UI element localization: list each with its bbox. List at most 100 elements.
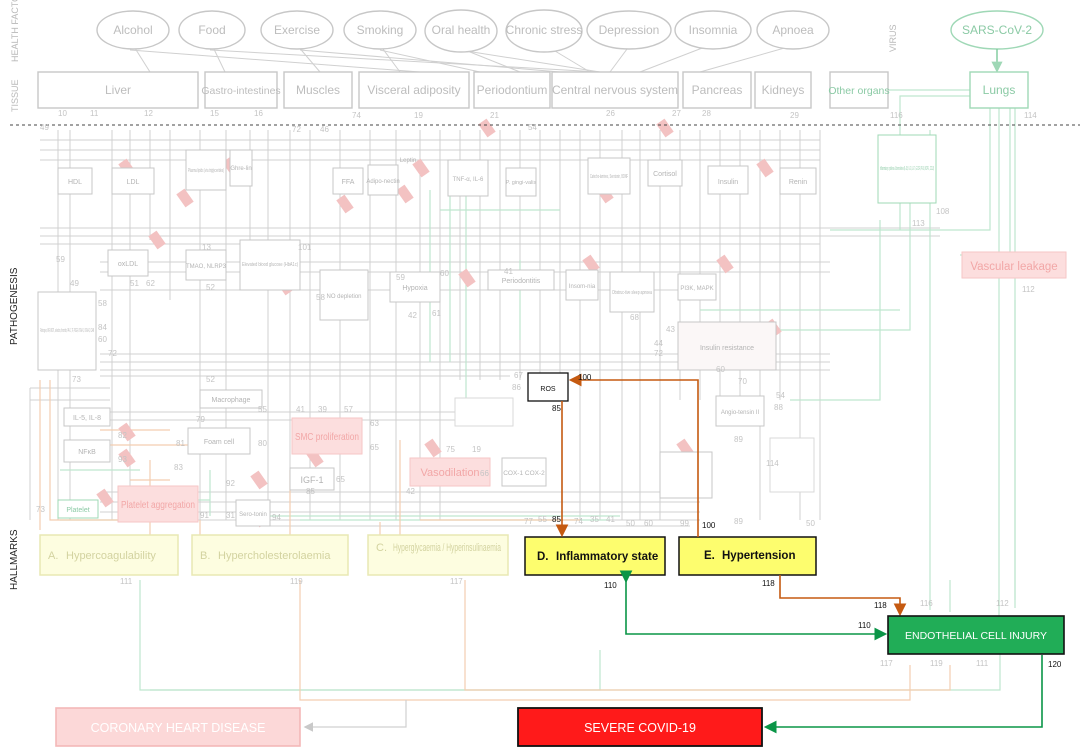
hallmark-b (191, 534, 349, 576)
node-renin (779, 167, 817, 195)
node-label-oxldl: oxLDL (118, 261, 138, 268)
svg-text:19: 19 (414, 111, 423, 120)
node-label-cytokines: Inflammatory cytokines & chemokines (IL-… (880, 166, 934, 172)
label-vasodilation: Vasodilation (420, 467, 479, 479)
label-covid: SEVERE COVID-19 (584, 721, 696, 735)
label-vascular-leakage: Vascular leakage (970, 261, 1057, 273)
svg-text:19: 19 (472, 445, 481, 454)
node-label-insulin-resistance: Insulin resistance (700, 345, 754, 352)
svg-text:31: 31 (226, 511, 235, 520)
svg-text:43: 43 (666, 325, 675, 334)
node-vasodilation (409, 457, 491, 487)
node-label-plasma-lipids: Plasma lipids (via triglycerides) (188, 168, 224, 174)
factor-oral-health (424, 9, 498, 53)
svg-text:108: 108 (936, 207, 950, 216)
hallmarks-faint-labels: A. Hypercoagulability B. Hypercholestero… (48, 542, 502, 562)
svg-text:60: 60 (440, 269, 449, 278)
svg-text:52: 52 (206, 375, 215, 384)
node-ghrelin (229, 149, 253, 187)
hallmark-e-letter: E. (704, 550, 715, 562)
node-foam-cell (187, 427, 251, 455)
svg-text:86: 86 (512, 383, 521, 392)
green-link-labels: 110 110 120 (604, 581, 1062, 669)
virus-label: SARS-CoV-2 (962, 23, 1032, 37)
svg-text:68: 68 (630, 313, 639, 322)
svg-text:55: 55 (258, 405, 267, 414)
node-igf (289, 467, 335, 491)
tissue-label: Kidneys (762, 83, 805, 97)
svg-text:61: 61 (432, 309, 441, 318)
section-labels: HEALTH FACTORS TISSUE VIRUS PATHOGENESIS… (9, 0, 898, 590)
svg-text:73: 73 (36, 505, 45, 514)
svg-text:79: 79 (196, 415, 205, 424)
node-adiponectin (367, 164, 399, 196)
svg-text:60: 60 (98, 335, 107, 344)
tissue-label: Other organs (828, 85, 889, 97)
svg-text:80: 80 (258, 439, 267, 448)
node-label-macrophage: Macrophage (212, 397, 251, 404)
node-hdl (57, 167, 93, 195)
svg-text:44: 44 (654, 339, 663, 348)
node-label-cortisol: Cortisol (653, 171, 677, 178)
node-macrophage (199, 389, 263, 409)
hallmarks-faint (39, 534, 509, 576)
svg-text:41: 41 (296, 405, 305, 414)
svg-text:46: 46 (320, 125, 329, 134)
label-eci-118: 118 (874, 601, 887, 610)
section-hallmarks: HALLMARKS (9, 529, 20, 590)
svg-text:89: 89 (734, 517, 743, 526)
node-label-angiotensin: Angio-tensin II (721, 410, 760, 416)
tissues (37, 71, 889, 109)
node-pi3k (677, 273, 717, 301)
tissue-lungs (969, 71, 1029, 109)
pathogenesis-multiline-labels: Plasma lipids (via triglycerides) Catech… (40, 166, 934, 334)
label-d-110: 110 (604, 581, 617, 590)
svg-text:66: 66 (480, 469, 489, 478)
hallmark-b-label: Hypercholesterolaemia (218, 550, 331, 562)
svg-text:50: 50 (626, 519, 635, 528)
factor-chronic-stress (505, 9, 583, 53)
svg-text:67: 67 (514, 371, 523, 380)
node-hypoxia (389, 271, 441, 303)
node-insulin (707, 165, 749, 195)
edge-eci-covid (763, 655, 1043, 734)
node-label-tmao: TMAO, NLRP3 (186, 264, 227, 270)
svg-text:54: 54 (528, 123, 537, 132)
svg-text:119: 119 (930, 659, 943, 668)
svg-text:72: 72 (108, 349, 117, 358)
node-il5 (63, 407, 111, 427)
node-ros (527, 372, 569, 402)
node-label-hdl: HDL (68, 179, 82, 186)
node-label-leptin: Leptin (400, 158, 416, 164)
svg-text:57: 57 (344, 405, 353, 414)
node-apnoea-node (609, 271, 655, 313)
factor-label: Oral health (432, 23, 491, 37)
label-endothelial: ENDOTHELIAL CELL INJURY (905, 630, 1047, 642)
node-smc (291, 417, 363, 455)
pathogenesis-highlight-boxes (117, 251, 1067, 523)
node-catecholamines (587, 157, 631, 195)
tissue-liver (37, 71, 199, 109)
svg-text:11: 11 (90, 109, 99, 118)
svg-text:83: 83 (174, 463, 183, 472)
svg-text:92: 92 (226, 479, 235, 488)
node-label-tnf: TNF-α, IL-6 (453, 177, 484, 183)
svg-text:49: 49 (40, 123, 49, 132)
svg-text:28: 28 (702, 109, 711, 118)
hallmark-e-label: Hypertension (722, 550, 796, 562)
svg-text:74: 74 (352, 111, 361, 120)
label-eci-120: 120 (1048, 660, 1062, 669)
health-factor-labels: Alcohol Food Exercise Smoking Oral healt… (113, 23, 814, 37)
node-label-apnoea-node: Obstruc-tive sleep apnoea (612, 290, 653, 296)
hallmark-d (524, 536, 666, 576)
label-e-118: 118 (762, 579, 775, 588)
label-platelet-aggregation: Platelet aggregation (121, 500, 195, 511)
section-tissue: TISSUE (10, 79, 20, 112)
node-label-hypoxia: Hypoxia (402, 285, 427, 292)
svg-text:101: 101 (298, 243, 312, 252)
section-pathogenesis: PATHOGENESIS (9, 267, 20, 345)
node-label-periodontitis: Periodontitis (502, 278, 541, 285)
svg-text:59: 59 (396, 273, 405, 282)
svg-text:89: 89 (734, 435, 743, 444)
svg-text:65: 65 (336, 475, 345, 484)
